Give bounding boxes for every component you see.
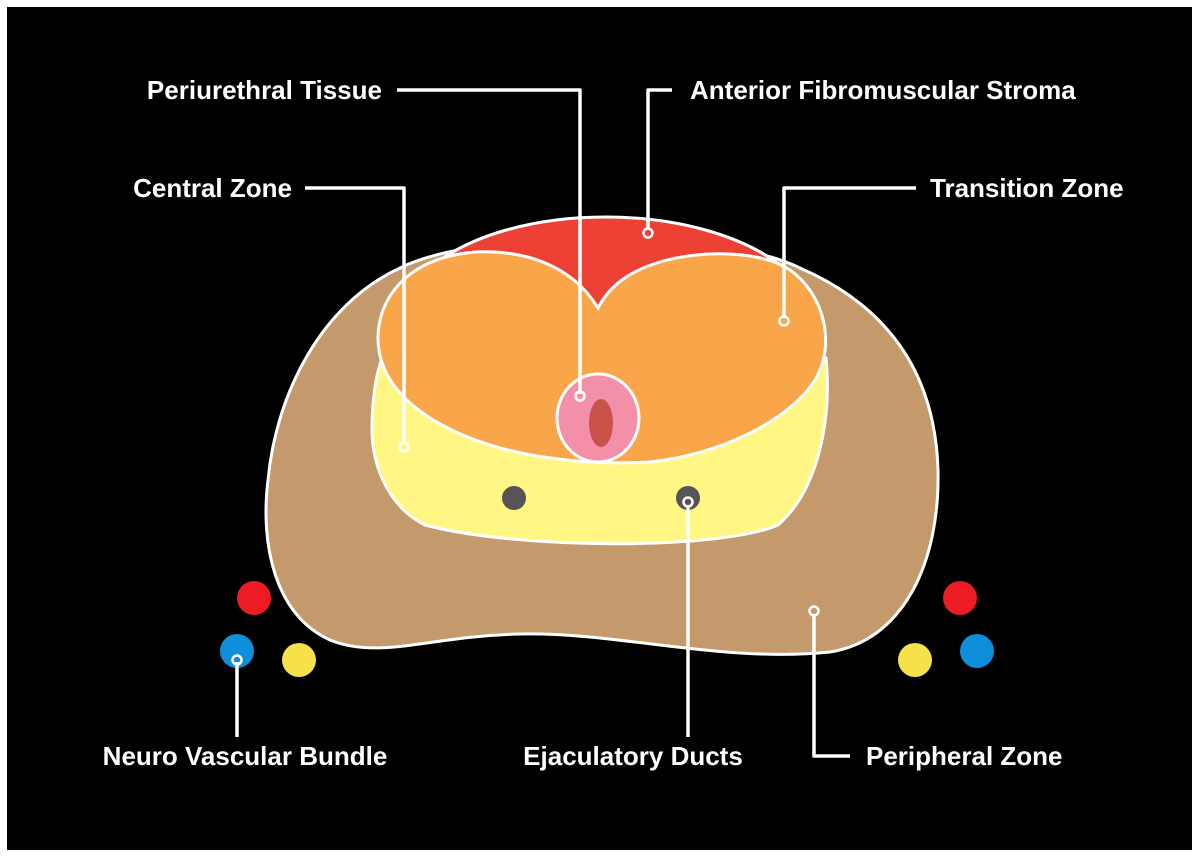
nvb-left-yellow [282,643,316,677]
label-ejaculatory-ducts: Ejaculatory Ducts [523,741,743,771]
label-transition-zone: Transition Zone [930,173,1124,203]
label-central-zone: Central Zone [133,173,292,203]
nvb-right-yellow [898,643,932,677]
nvb-left-red [237,581,271,615]
label-periurethral-tissue: Periurethral Tissue [147,75,382,105]
urethra-shape [589,399,613,447]
nvb-right-red [943,581,977,615]
label-neuro-vascular-bundle: Neuro Vascular Bundle [103,741,388,771]
label-anterior-fibromuscular-stroma: Anterior Fibromuscular Stroma [690,75,1076,105]
label-peripheral-zone: Peripheral Zone [866,741,1063,771]
nvb-right-blue [960,634,994,668]
ejaculatory-duct-left [502,486,526,510]
